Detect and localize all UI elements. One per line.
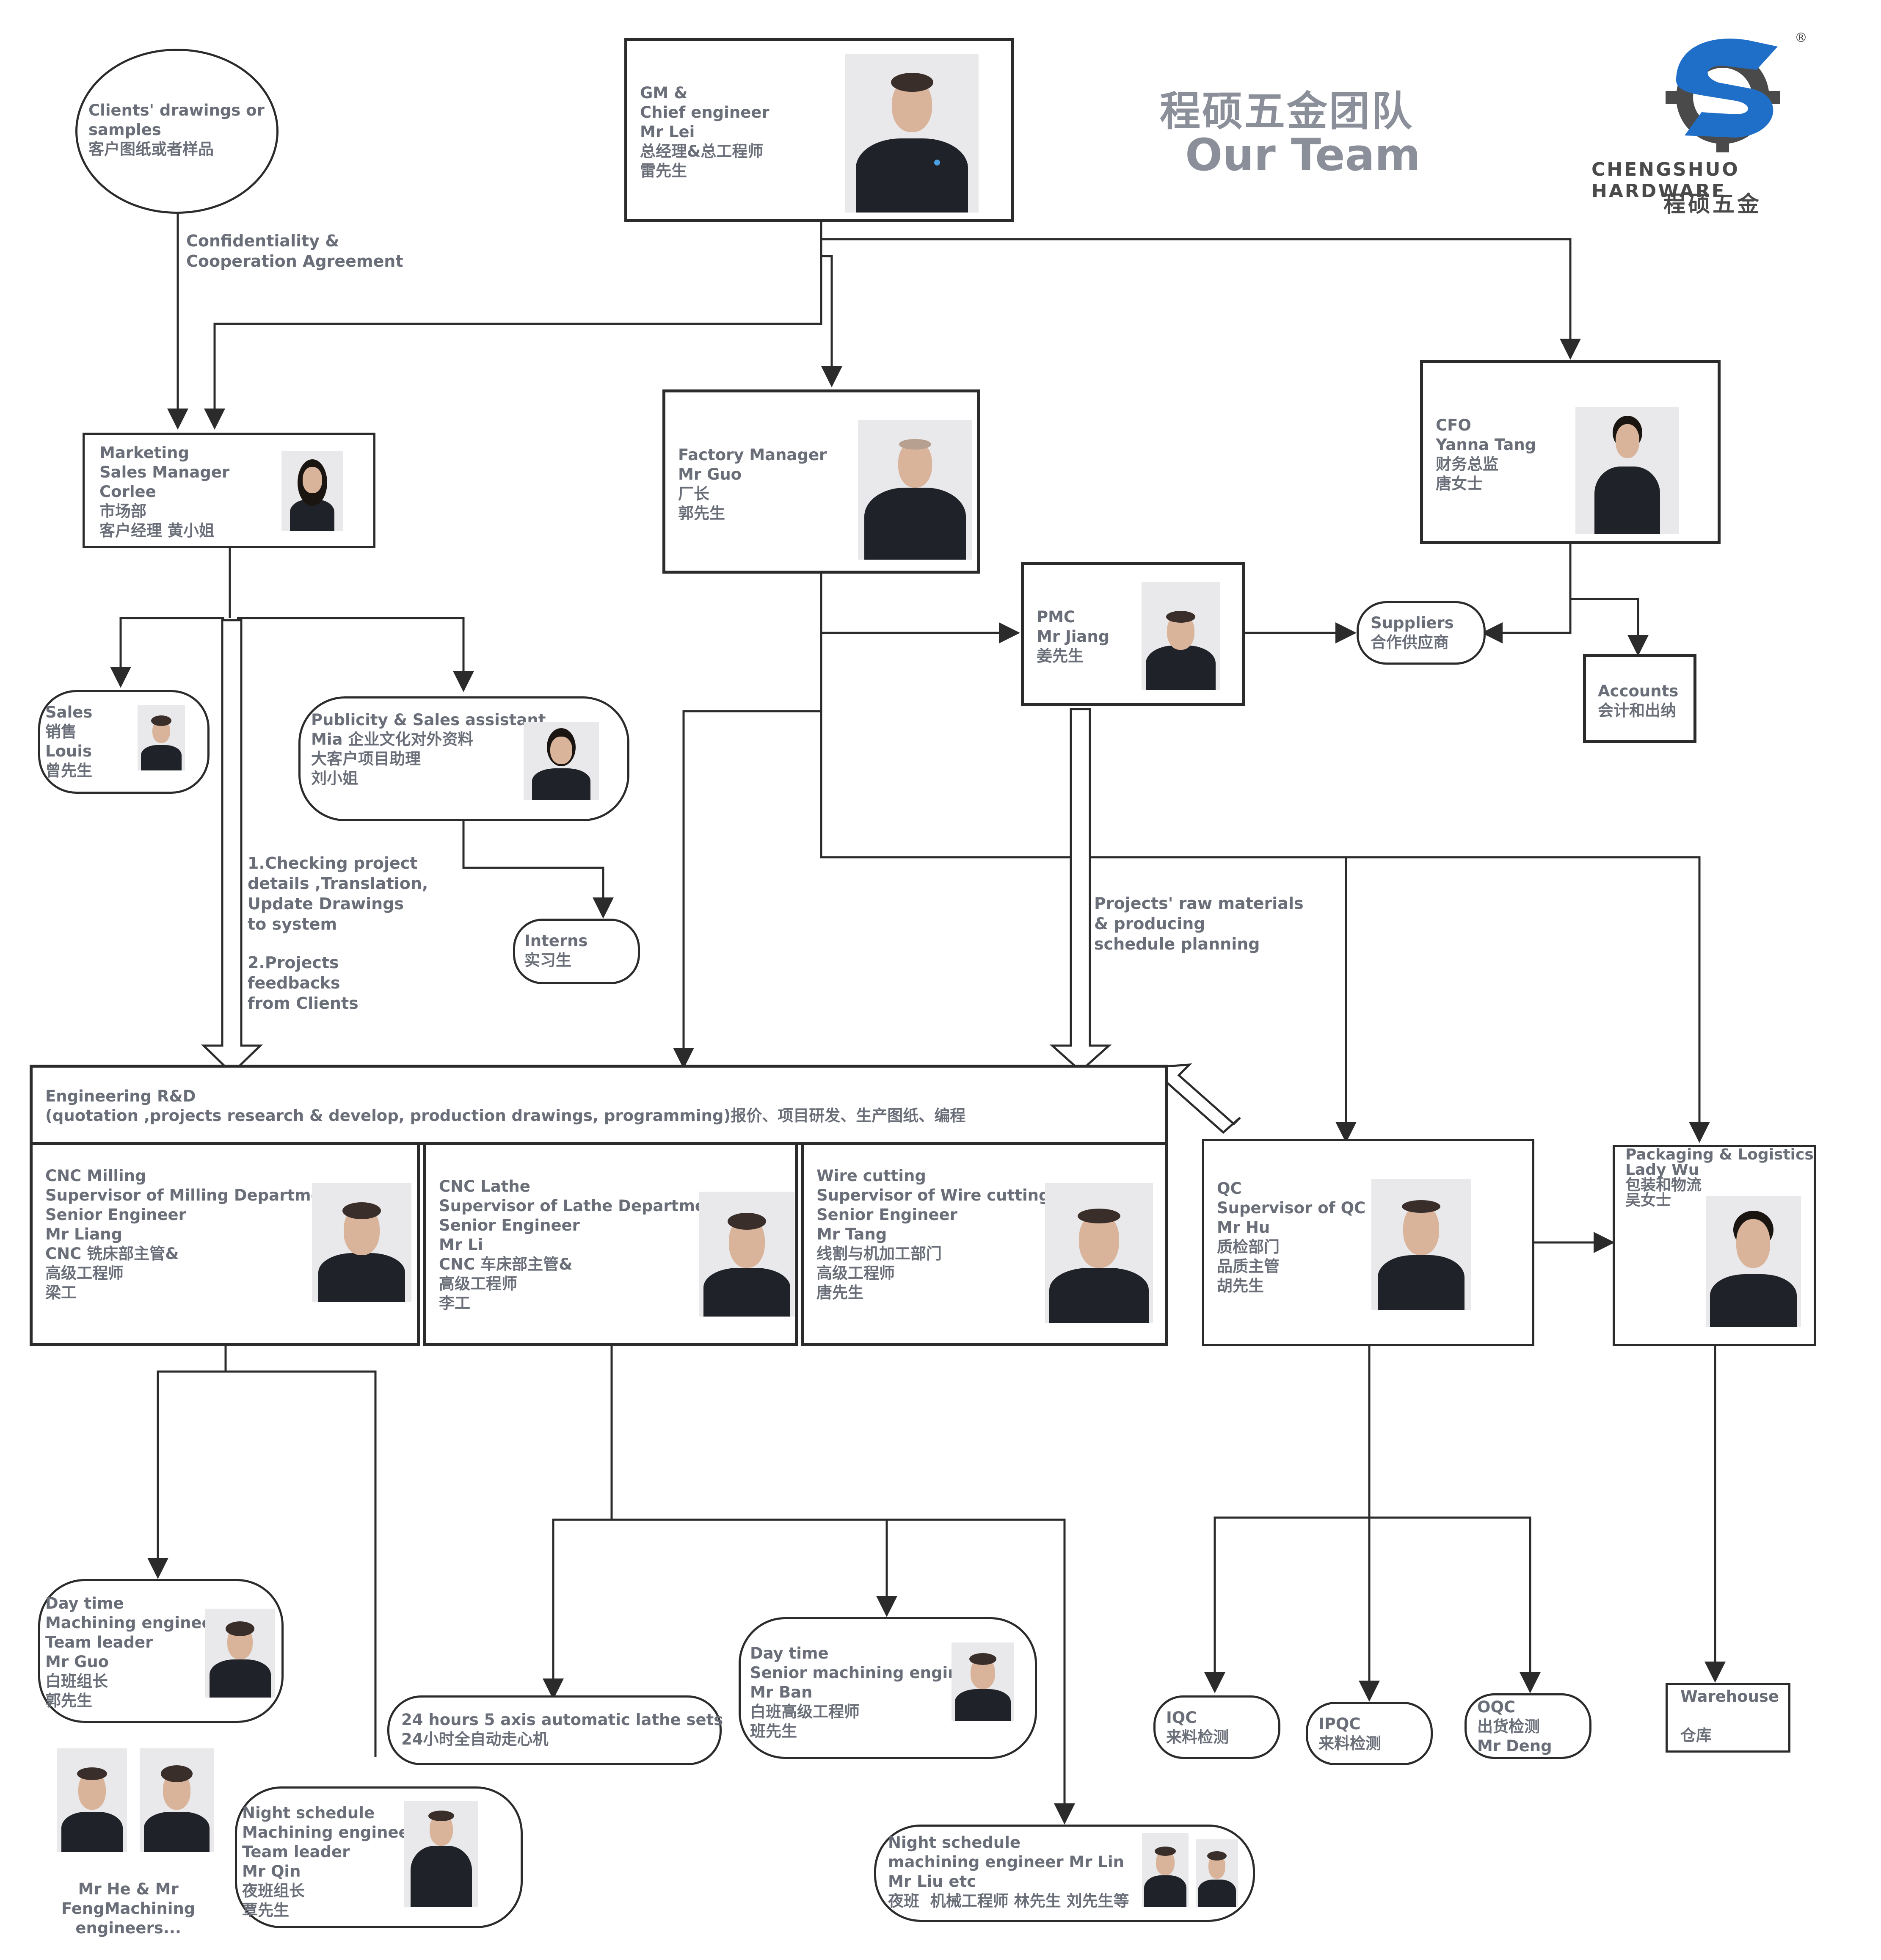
marketing-photo (281, 451, 343, 531)
cnc-milling-label: CNC Milling Supervisor of Milling Depart… (45, 1167, 354, 1302)
day-milling-label: Day time Machining engineer Team leader … (45, 1594, 220, 1710)
night-milling-node: Night schedule Machining engineer Team l… (235, 1786, 523, 1928)
wire-cutting-label: Wire cutting Supervisor of Wire cutting … (816, 1167, 1069, 1302)
day-wire-label: Day time Senior machining enginee Mr Ban… (750, 1644, 980, 1740)
night-wire-label: Night schedule machining engineer Mr Lin… (888, 1833, 1129, 1910)
ipqc-node: IPQC 来料检测 (1306, 1702, 1433, 1765)
gm-photo (845, 54, 979, 213)
qc-photo (1371, 1179, 1471, 1310)
night-wire-photo-2 (1196, 1839, 1238, 1907)
cnc-milling-node: CNC Milling Supervisor of Milling Depart… (30, 1142, 420, 1346)
brand-name-english: CHENGSHUO HARDWARE (1591, 159, 1740, 202)
publicity-node: Publicity & Sales assistant Mia 企业文化对外资料… (298, 696, 629, 821)
interns-label: Interns 实习生 (524, 932, 588, 969)
interns-node: Interns 实习生 (513, 919, 640, 984)
ipqc-label: IPQC 来料检测 (1318, 1715, 1381, 1753)
cnc-lathe-photo (699, 1192, 794, 1317)
raw-materials-label: Projects' raw materials & producing sche… (1094, 894, 1304, 953)
accounts-label: Accounts 会计和出纳 (1598, 682, 1679, 720)
cfo-label: CFO Yanna Tang 财务总监 唐女士 (1436, 416, 1536, 493)
lathe-sets-label: 24 hours 5 axis automatic lathe sets 24小… (401, 1711, 723, 1748)
he-feng-label: Mr He & Mr FengMachining engineers... (61, 1880, 196, 1937)
cfo-photo (1575, 407, 1679, 534)
night-milling-label: Night schedule Machining engineer Team l… (242, 1804, 417, 1919)
night-milling-photo (404, 1801, 478, 1907)
day-wire-node: Day time Senior machining enginee Mr Ban… (739, 1617, 1037, 1759)
mr-he-photo (57, 1748, 127, 1852)
cnc-lathe-label: CNC Lathe Supervisor of Lathe Department… (439, 1177, 738, 1312)
confidentiality-label: Confidentiality & Cooperation Agreement (186, 232, 403, 271)
oqc-label: OQC 出货检测 Mr Deng (1477, 1698, 1552, 1755)
sales-label: Sales 销售 Louis 曾先生 (45, 703, 93, 780)
cnc-lathe-node: CNC Lathe Supervisor of Lathe Department… (423, 1142, 798, 1346)
marketing-node: Marketing Sales Manager Corlee 市场部 客户经理 … (83, 433, 375, 548)
engineering-label: Engineering R&D (quotation ,projects res… (45, 1087, 966, 1125)
title-chinese: 程硕五金团队 (1160, 88, 1414, 135)
oqc-node: OQC 出货检测 Mr Deng (1465, 1693, 1591, 1759)
day-milling-photo (205, 1609, 275, 1698)
iqc-label: IQC 来料检测 (1166, 1709, 1229, 1746)
registered-mark: ® (1795, 30, 1807, 45)
sales-node: Sales 销售 Louis 曾先生 (38, 690, 210, 794)
publicity-photo (524, 722, 599, 800)
factory-manager-node: Factory Manager Mr Guo 厂长 郭先生 (662, 389, 980, 574)
lathe-sets-node: 24 hours 5 axis automatic lathe sets 24小… (387, 1695, 723, 1765)
clients-label: Clients' drawings or samples 客户图纸或者样品 (88, 101, 265, 158)
pmc-label: PMC Mr Jiang 姜先生 (1037, 608, 1110, 665)
gm-label: GM & Chief engineer Mr Lei 总经理&总工程师 雷先生 (640, 84, 770, 180)
packaging-label: Packaging & Logistics Lady Wu 包装和物流 吴女士 (1625, 1146, 1814, 1209)
wire-cutting-photo (1045, 1183, 1153, 1323)
qc-label: QC Supervisor of QC Mr Hu 质检部门 品质主管 胡先生 (1217, 1179, 1366, 1295)
gm-node: GM & Chief engineer Mr Lei 总经理&总工程师 雷先生 (624, 38, 1014, 222)
day-milling-node: Day time Machining engineer Team leader … (38, 1579, 284, 1723)
warehouse-label: Warehouse 仓库 (1680, 1687, 1779, 1745)
publicity-label: Publicity & Sales assistant Mia 企业文化对外资料… (311, 711, 546, 787)
cnc-milling-photo (312, 1183, 411, 1302)
night-wire-photo-1 (1142, 1833, 1189, 1907)
packaging-photo (1706, 1196, 1801, 1327)
pmc-node: PMC Mr Jiang 姜先生 (1021, 562, 1245, 706)
cfo-node: CFO Yanna Tang 财务总监 唐女士 (1420, 360, 1721, 544)
engineering-node: Engineering R&D (quotation ,projects res… (30, 1065, 1168, 1145)
factory-manager-photo (858, 420, 972, 560)
clients-node: Clients' drawings or samples 客户图纸或者样品 (75, 49, 279, 214)
suppliers-label: Suppliers 合作供应商 (1371, 614, 1454, 651)
day-wire-photo (952, 1643, 1014, 1721)
night-wire-node: Night schedule machining engineer Mr Lin… (874, 1825, 1255, 1922)
factory-manager-label: Factory Manager Mr Guo 厂长 郭先生 (678, 446, 827, 522)
packaging-node: Packaging & Logistics Lady Wu 包装和物流 吴女士 (1613, 1145, 1816, 1346)
pmc-photo (1142, 582, 1220, 690)
feedbacks-label: 2.Projects feedbacks from Clients (248, 953, 359, 1013)
accounts-node: Accounts 会计和出纳 (1583, 654, 1696, 743)
title-english: Our Team (1185, 129, 1421, 181)
warehouse-node: Warehouse 仓库 (1666, 1683, 1790, 1753)
marketing-label: Marketing Sales Manager Corlee 市场部 客户经理 … (99, 444, 230, 540)
brand-name-chinese: 程硕五金 (1663, 192, 1762, 217)
suppliers-node: Suppliers 合作供应商 (1357, 601, 1486, 665)
qc-node: QC Supervisor of QC Mr Hu 质检部门 品质主管 胡先生 (1202, 1139, 1534, 1346)
mr-feng-photo (140, 1748, 214, 1852)
checking-label: 1.Checking project details ,Translation,… (248, 854, 428, 933)
chengshuo-logo-icon (1666, 39, 1780, 152)
iqc-node: IQC 来料检测 (1153, 1695, 1280, 1759)
wire-cutting-node: Wire cutting Supervisor of Wire cutting … (801, 1142, 1168, 1346)
sales-photo (138, 705, 185, 770)
